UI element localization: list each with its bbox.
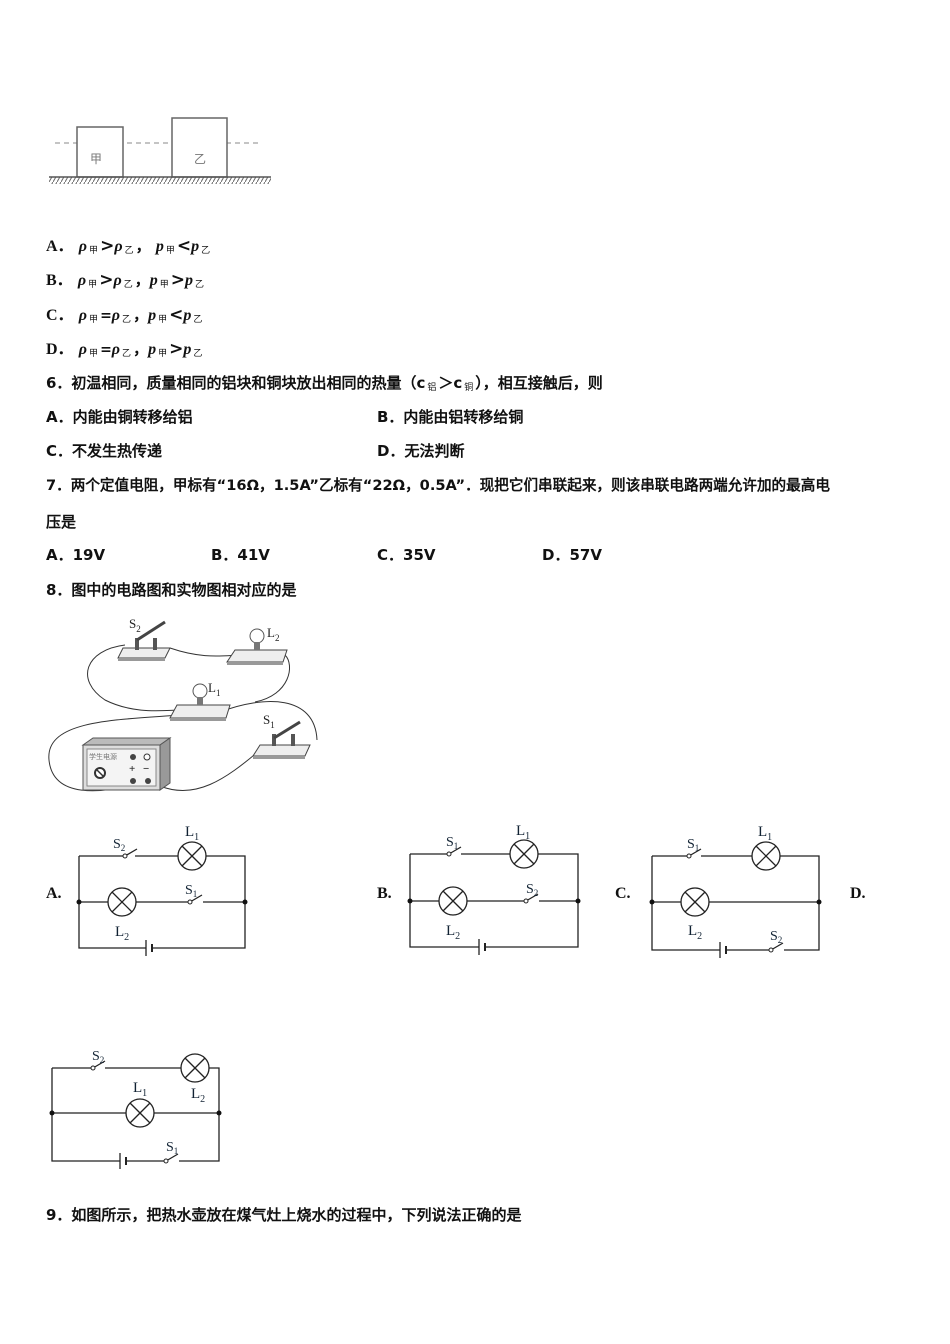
circuit-diagram-c[interactable]: S1 L1 L2 S2 bbox=[648, 818, 828, 958]
photo-label-l2: L2 bbox=[267, 625, 279, 643]
svg-text:S2: S2 bbox=[526, 882, 538, 898]
circuit-c-letter[interactable]: C. bbox=[615, 885, 631, 902]
svg-text:L2: L2 bbox=[115, 924, 129, 943]
q6-option-d[interactable]: D．无法判断 bbox=[377, 442, 465, 460]
q7-option-b[interactable]: B．41V bbox=[211, 546, 270, 564]
photo-label-l1: L1 bbox=[208, 680, 220, 698]
svg-text:S2: S2 bbox=[770, 929, 782, 945]
svg-text:S2: S2 bbox=[113, 837, 125, 853]
svg-text:S1: S1 bbox=[185, 883, 197, 899]
svg-text:L1: L1 bbox=[516, 823, 530, 842]
svg-text:+: + bbox=[129, 763, 135, 775]
svg-text:−: − bbox=[143, 763, 149, 775]
circuit-diagram-d[interactable]: S2 L2 L1 S1 bbox=[48, 1040, 228, 1175]
circuit-b-letter[interactable]: B. bbox=[377, 885, 392, 902]
q6-option-a[interactable]: A．内能由铜转移给铝 bbox=[46, 408, 193, 426]
svg-text:L2: L2 bbox=[191, 1086, 205, 1105]
q6-option-b[interactable]: B．内能由铝转移给铜 bbox=[377, 408, 524, 426]
svg-text:L1: L1 bbox=[133, 1080, 147, 1099]
q6-option-c[interactable]: C．不发生热传递 bbox=[46, 442, 163, 460]
circuit-a-letter[interactable]: A. bbox=[46, 885, 62, 902]
svg-text:S2: S2 bbox=[92, 1049, 104, 1065]
q7-stem-line1: 7．两个定值电阻，甲标有“16Ω，1.5A”乙标有“22Ω，0.5A”．现把它们… bbox=[46, 477, 830, 494]
blocks-figure bbox=[49, 117, 271, 184]
physical-circuit-figure: S2 L2 L1 S1 学生电源 + − bbox=[48, 616, 318, 792]
power-supply-label: 学生电源 bbox=[89, 752, 117, 761]
photo-label-s2: S2 bbox=[129, 616, 141, 634]
q9-stem: 9．如图所示，把热水壶放在煤气灶上烧水的过程中，下列说法正确的是 bbox=[46, 1206, 522, 1224]
svg-text:L2: L2 bbox=[446, 923, 460, 942]
circuit-diagram-a[interactable]: S2 L1 S1 L2 bbox=[75, 818, 255, 958]
q7-option-c[interactable]: C．35V bbox=[377, 546, 436, 564]
q7-stem-line2: 压是 bbox=[46, 513, 77, 531]
svg-text:S1: S1 bbox=[687, 837, 699, 853]
svg-text:L1: L1 bbox=[758, 824, 772, 843]
q7-option-d[interactable]: D．57V bbox=[542, 546, 602, 564]
svg-text:L2: L2 bbox=[688, 923, 702, 942]
svg-text:S1: S1 bbox=[166, 1140, 178, 1156]
svg-text:S1: S1 bbox=[446, 835, 458, 851]
q7-option-a[interactable]: A．19V bbox=[46, 546, 106, 564]
block-label-yi: 乙 bbox=[194, 152, 207, 166]
block-label-jia: 甲 bbox=[90, 152, 103, 166]
photo-label-s1: S1 bbox=[263, 712, 275, 730]
svg-text:L1: L1 bbox=[185, 824, 199, 843]
q8-stem: 8．图中的电路图和实物图相对应的是 bbox=[46, 581, 297, 599]
circuit-diagram-b[interactable]: S1 L1 S2 L2 bbox=[406, 818, 586, 958]
circuit-d-letter[interactable]: D. bbox=[850, 885, 866, 902]
